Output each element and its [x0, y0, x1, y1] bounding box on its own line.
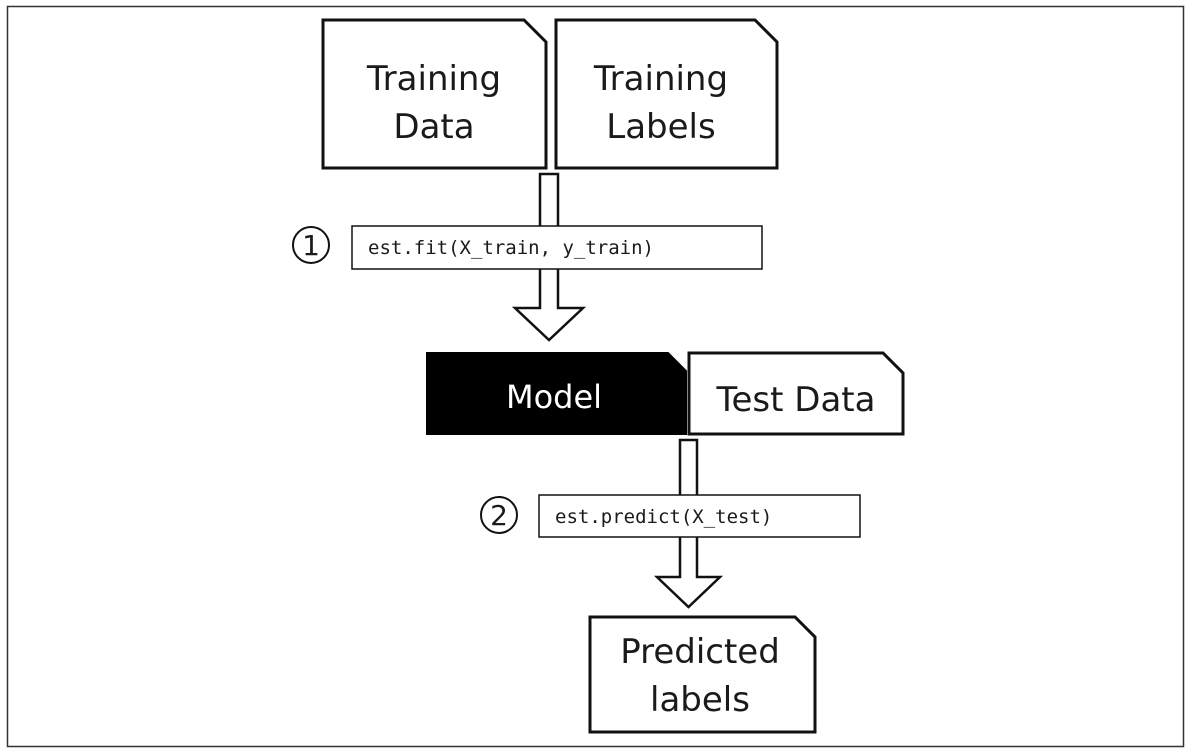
predicted-labels-document: Predicted labels — [588, 615, 817, 734]
test-data-document: Test Data — [687, 351, 905, 436]
model-document: Model — [426, 352, 687, 435]
predict-code-box — [538, 494, 861, 538]
step-1-number: 1 — [302, 229, 320, 262]
test-data-label: Test Data — [716, 380, 876, 420]
step-2: 2 est.predict(X_test) — [480, 494, 861, 538]
training-data-document: Training Data — [321, 18, 548, 170]
step-2-circle — [480, 496, 518, 534]
training-data-line-1: Training — [366, 59, 501, 99]
step-2-number: 2 — [490, 499, 508, 532]
training-labels-line-2: Labels — [606, 107, 715, 147]
training-data-line-2: Data — [393, 107, 474, 147]
model-label: Model — [506, 378, 602, 416]
predicted-labels-line-1: Predicted — [620, 632, 780, 672]
training-labels-document: Training Labels — [554, 18, 779, 170]
training-labels-line-1: Training — [593, 59, 728, 99]
predicted-labels-line-2: labels — [650, 680, 750, 720]
step-1: 1 est.fit(X_train, y_train) — [292, 225, 763, 270]
predict-code-text: est.predict(X_test) — [555, 506, 772, 528]
fit-code-text: est.fit(X_train, y_train) — [368, 237, 654, 259]
step-1-circle — [292, 226, 330, 264]
fit-code-box — [351, 225, 763, 270]
